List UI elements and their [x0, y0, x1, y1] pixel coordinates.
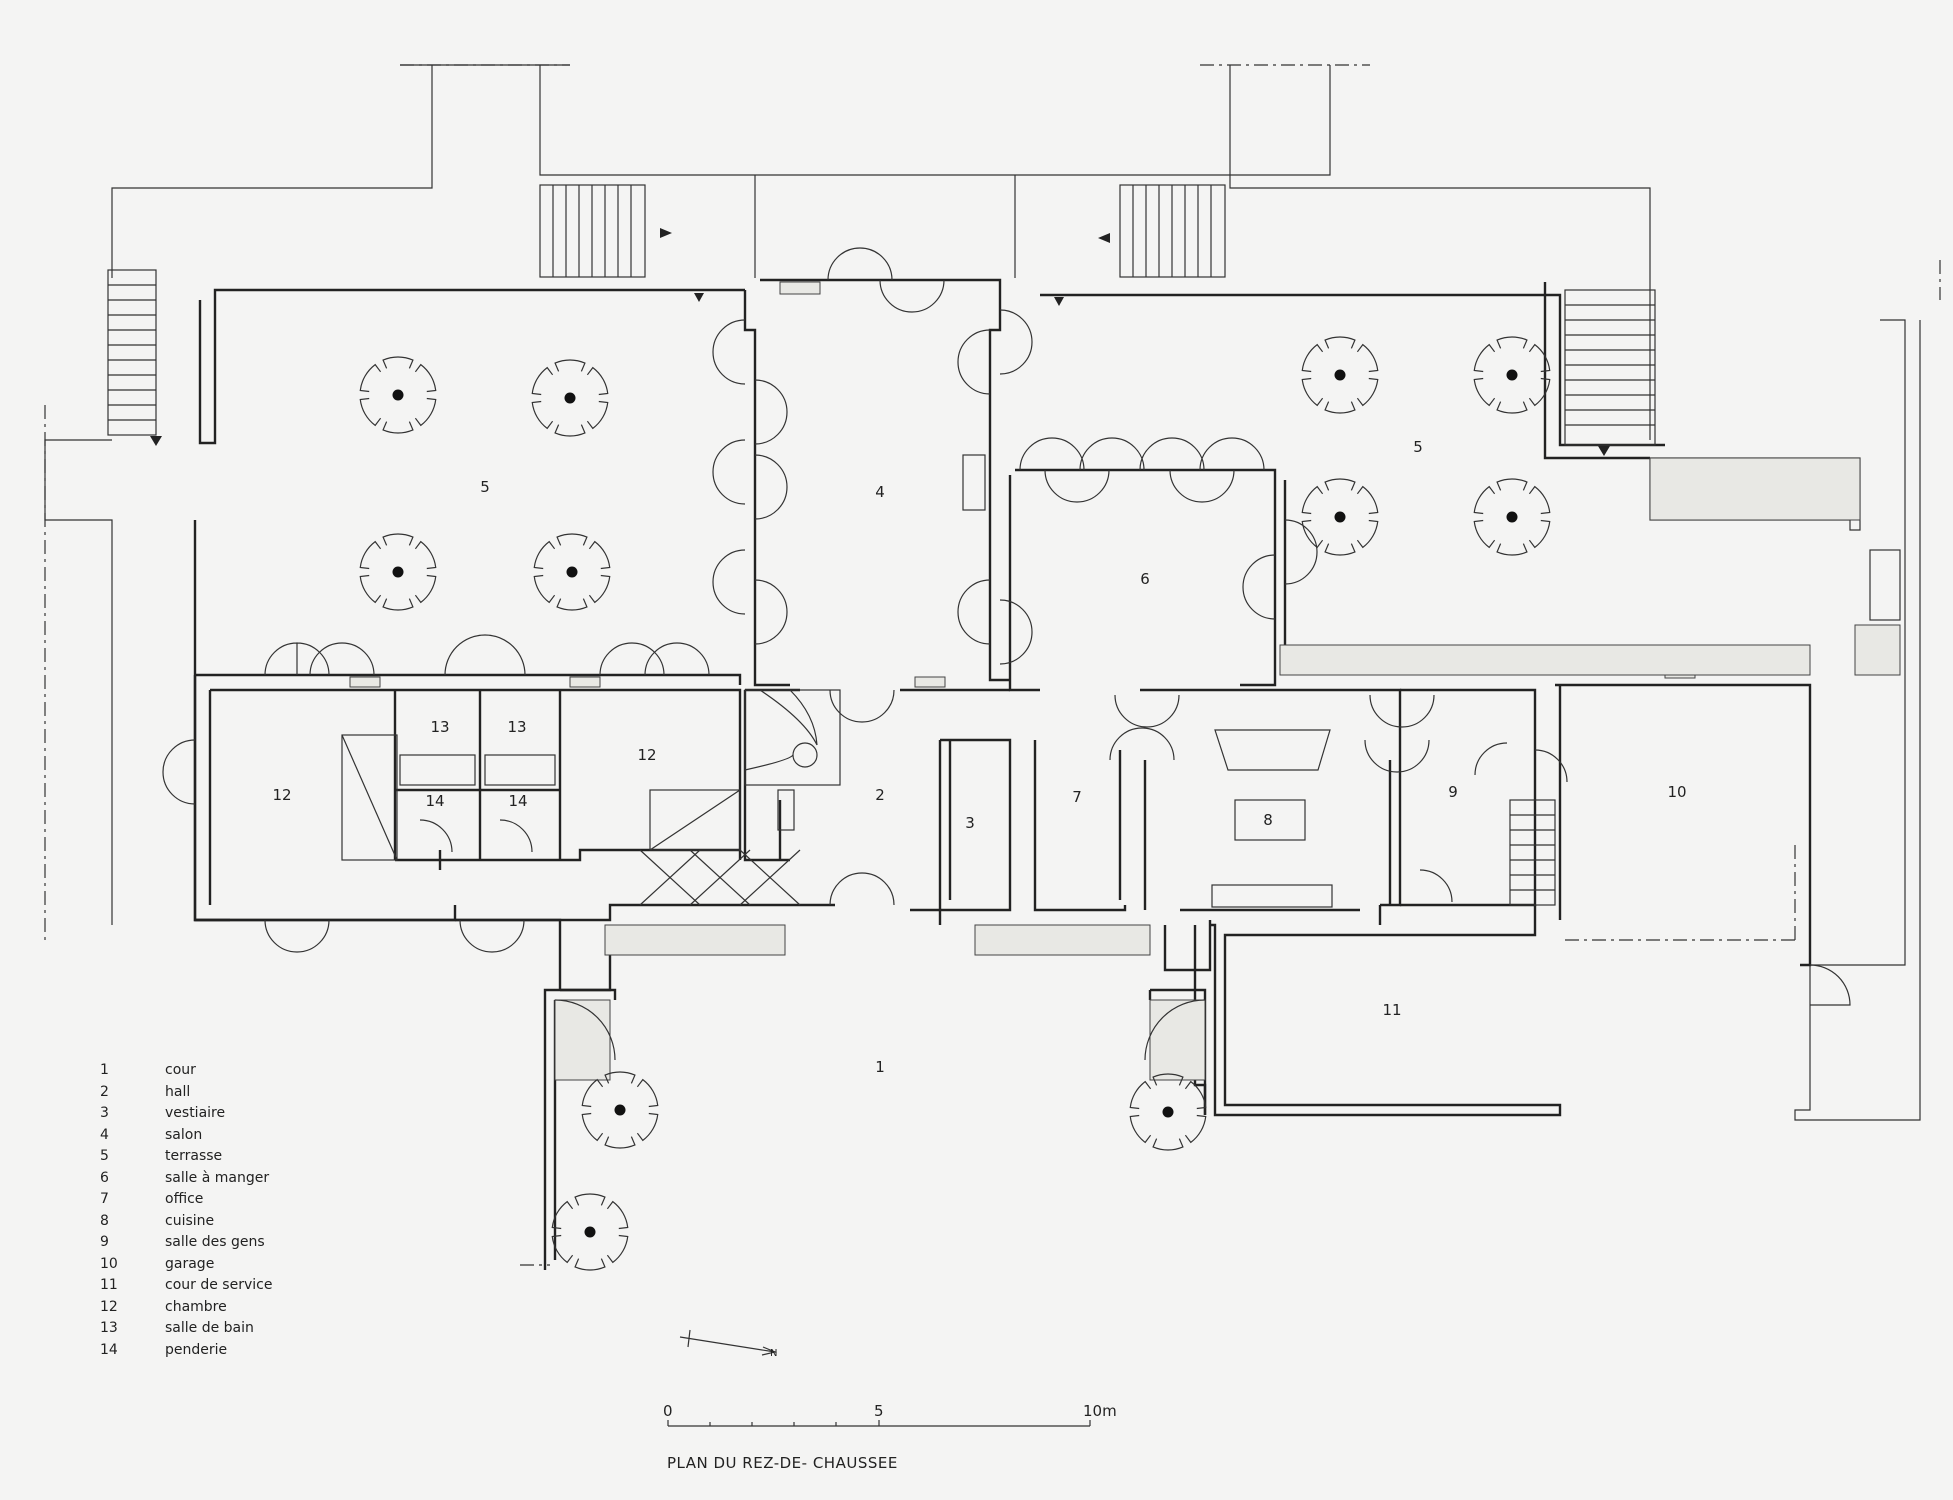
tree-icon: [581, 1071, 659, 1149]
legend-number: 1: [100, 1062, 109, 1078]
legend-label: salon: [165, 1126, 203, 1143]
room-labels: 1 2 3 4 5 5 6 7 8 9 10 11 12 12 13 13 14…: [272, 438, 1686, 1076]
legend-label: vestiaire: [165, 1105, 226, 1121]
legend-label: penderie: [165, 1341, 228, 1358]
room-label-cour-de-service: 11: [1382, 1001, 1401, 1019]
room-label-cuisine: 8: [1263, 811, 1273, 829]
legend-row: 12 chambre: [100, 1297, 272, 1319]
legend-row: 13 salle de bain: [100, 1318, 272, 1340]
terrace-stairs: [107, 175, 1656, 456]
scale-bar: 0 5 10m PLAN DU REZ-DE- CHAUSSEE: [663, 1402, 1117, 1472]
room-label-cour: 1: [875, 1058, 885, 1076]
legend-row: 9 salle des gens: [100, 1232, 272, 1254]
north-label: N: [770, 1348, 777, 1359]
legend-number: 3: [100, 1105, 109, 1121]
tree-icon: [359, 533, 437, 611]
legend-label: salle à manger: [165, 1169, 270, 1186]
tree-icon: [533, 533, 611, 611]
legend-row: 1 cour: [100, 1060, 272, 1082]
room-label-terrasse-right: 5: [1413, 438, 1423, 456]
room-label-office: 7: [1072, 788, 1082, 806]
room-label-salle-a-manger: 6: [1140, 570, 1150, 588]
legend-row: 5 terrasse: [100, 1146, 272, 1168]
legend-label: cuisine: [165, 1212, 215, 1229]
room-label-garage: 10: [1667, 783, 1686, 801]
legend-label: cour: [165, 1062, 196, 1078]
tree-icon: [1301, 336, 1379, 414]
legend-row: 10 garage: [100, 1254, 272, 1276]
scale-tick-5: 5: [874, 1402, 884, 1420]
legend-row: 8 cuisine: [100, 1211, 272, 1233]
room-label-hall: 2: [875, 786, 885, 804]
tree-icon: [359, 356, 437, 434]
legend-number: 14: [100, 1341, 118, 1358]
room-label-salon: 4: [875, 483, 885, 501]
room-label-salle-de-bain-left: 13: [430, 718, 449, 736]
legend-row: 7 office: [100, 1189, 272, 1211]
legend-label: cour de service: [165, 1277, 273, 1293]
legend-number: 12: [100, 1298, 118, 1315]
legend-row: 3 vestiaire: [100, 1103, 272, 1125]
room-label-penderie-left: 14: [425, 792, 444, 810]
legend-row: 6 salle à manger: [100, 1168, 272, 1190]
tree-icon: [1301, 478, 1379, 556]
room-label-penderie-right: 14: [508, 792, 527, 810]
door-swings: [162, 247, 1851, 1061]
trees: [359, 336, 1551, 1271]
legend-number: 13: [100, 1320, 118, 1336]
legend-number: 10: [100, 1255, 118, 1272]
legend-label: hall: [165, 1083, 191, 1100]
legend-label: salle de bain: [165, 1320, 254, 1336]
legend-number: 5: [100, 1148, 109, 1164]
legend-number: 7: [100, 1191, 109, 1207]
legend-number: 9: [100, 1234, 109, 1250]
legend-label: office: [165, 1191, 204, 1207]
scale-tick-0: 0: [663, 1402, 673, 1420]
room-legend: 1 cour 2 hall 3 vestiaire 4 salon 5 terrasse 6 sall…: [100, 1060, 272, 1361]
tree-icon: [531, 359, 609, 437]
room-label-vestiaire: 3: [965, 814, 975, 832]
legend-label: chambre: [165, 1298, 227, 1315]
room-label-salle-des-gens: 9: [1448, 783, 1458, 801]
legend-number: 8: [100, 1212, 109, 1229]
legend-label: salle des gens: [165, 1234, 265, 1250]
legend-number: 2: [100, 1083, 109, 1100]
room-label-salle-de-bain-right: 13: [507, 718, 526, 736]
room-label-chambre-left: 12: [272, 786, 291, 804]
tree-icon: [1129, 1073, 1207, 1151]
building-walls: [193, 278, 1901, 1270]
legend-row: 4 salon: [100, 1125, 272, 1147]
tree-icon: [551, 1193, 629, 1271]
room-label-terrasse-left: 5: [480, 478, 490, 496]
legend-number: 6: [100, 1169, 109, 1186]
legend-number: 4: [100, 1126, 109, 1143]
tree-icon: [1473, 336, 1551, 414]
legend-row: 11 cour de service: [100, 1275, 272, 1297]
legend-number: 11: [100, 1277, 118, 1293]
plan-title: PLAN DU REZ-DE- CHAUSSEE: [667, 1454, 898, 1472]
legend-label: garage: [165, 1255, 215, 1272]
north-arrow: N: [679, 1329, 777, 1359]
tree-icon: [1473, 478, 1551, 556]
planters: [554, 457, 1901, 1081]
legend-row: 14 penderie: [100, 1340, 272, 1362]
room-label-chambre-right: 12: [637, 746, 656, 764]
legend-label: terrasse: [165, 1148, 223, 1164]
scale-tick-10: 10m: [1083, 1402, 1117, 1420]
site-outline: [44, 64, 1941, 1121]
legend-row: 2 hall: [100, 1082, 272, 1104]
